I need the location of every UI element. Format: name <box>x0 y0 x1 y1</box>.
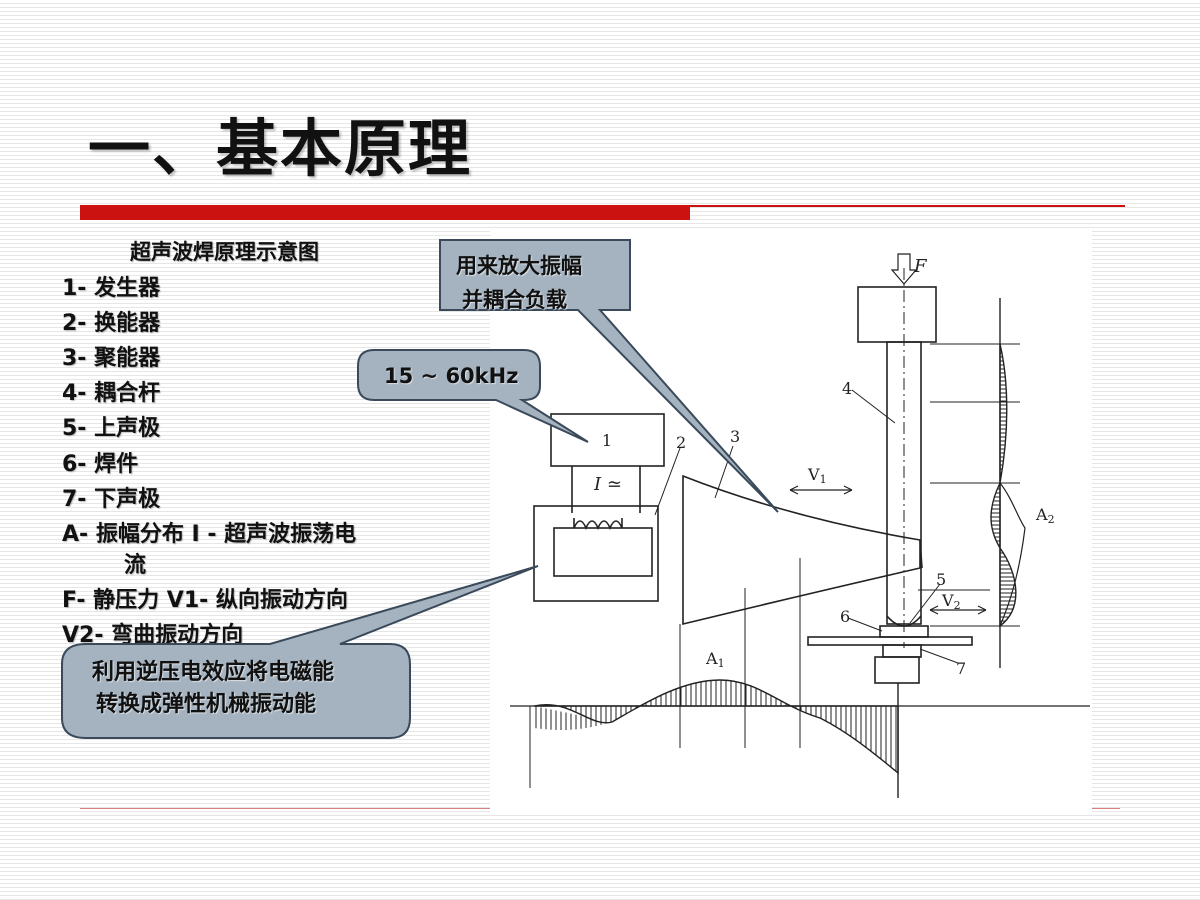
label-transducer: 2 <box>676 433 686 452</box>
callout-amplify <box>439 239 779 513</box>
callout-convert-line1: 利用逆压电效应将电磁能 <box>92 660 335 685</box>
legend-heading: 超声波焊原理示意图 <box>130 240 319 264</box>
label-upper-sonotrode: 5 <box>936 570 946 589</box>
label-generator: 1 <box>602 431 612 450</box>
legend-item: 2- 换能器 <box>62 311 161 336</box>
label-booster: 3 <box>730 427 740 446</box>
booster-horn <box>682 474 921 626</box>
amplitude-curve-a2 <box>990 343 1017 628</box>
legend-item: 1- 发生器 <box>62 276 161 301</box>
generator-box <box>550 413 665 467</box>
legend-item: A- 振幅分布 I - 超声波振荡电 <box>62 522 357 547</box>
ultrasonic-welding-diagram: 1 2 3 4 5 6 7 I ≃ F V1 V2 A1 A2 <box>510 253 1090 798</box>
label-a2: A2 <box>1035 505 1055 526</box>
callout-frequency-text: 15 ~ 60kHz <box>384 364 519 388</box>
slide-title: 一、基本原理 <box>88 112 473 185</box>
label-anvil: 7 <box>956 659 966 678</box>
label-v2: V2 <box>941 591 961 612</box>
label-current: I ≃ <box>593 474 622 495</box>
label-workpiece: 6 <box>840 607 850 626</box>
callout-convert <box>61 565 539 739</box>
transducer <box>533 505 659 602</box>
label-force: F <box>913 256 928 277</box>
title-underline-bar <box>80 205 690 220</box>
callout-amplify-line1: 用来放大振幅 <box>456 254 582 278</box>
legend-item: 4- 耦合杆 <box>62 381 161 406</box>
callout-frequency <box>357 349 589 443</box>
legend-item: 7- 下声极 <box>62 487 161 512</box>
legend-item: 3- 聚能器 <box>62 346 161 371</box>
press-block <box>857 286 937 343</box>
legend-item: 6- 焊件 <box>62 452 139 477</box>
legend-item: F- 静压力 V1- 纵向振动方向 <box>62 588 348 613</box>
callout-convert-line2: 转换成弹性机械振动能 <box>96 692 317 717</box>
coil <box>553 527 653 577</box>
title-underline-line <box>690 205 1125 207</box>
legend-item: 流 <box>124 553 147 578</box>
legend-item: 5- 上声极 <box>62 416 161 441</box>
label-v1: V1 <box>807 465 827 486</box>
label-a1: A1 <box>705 649 725 670</box>
callout-amplify-line2: 并耦合负载 <box>462 288 567 312</box>
label-coupling-rod: 4 <box>842 379 852 398</box>
